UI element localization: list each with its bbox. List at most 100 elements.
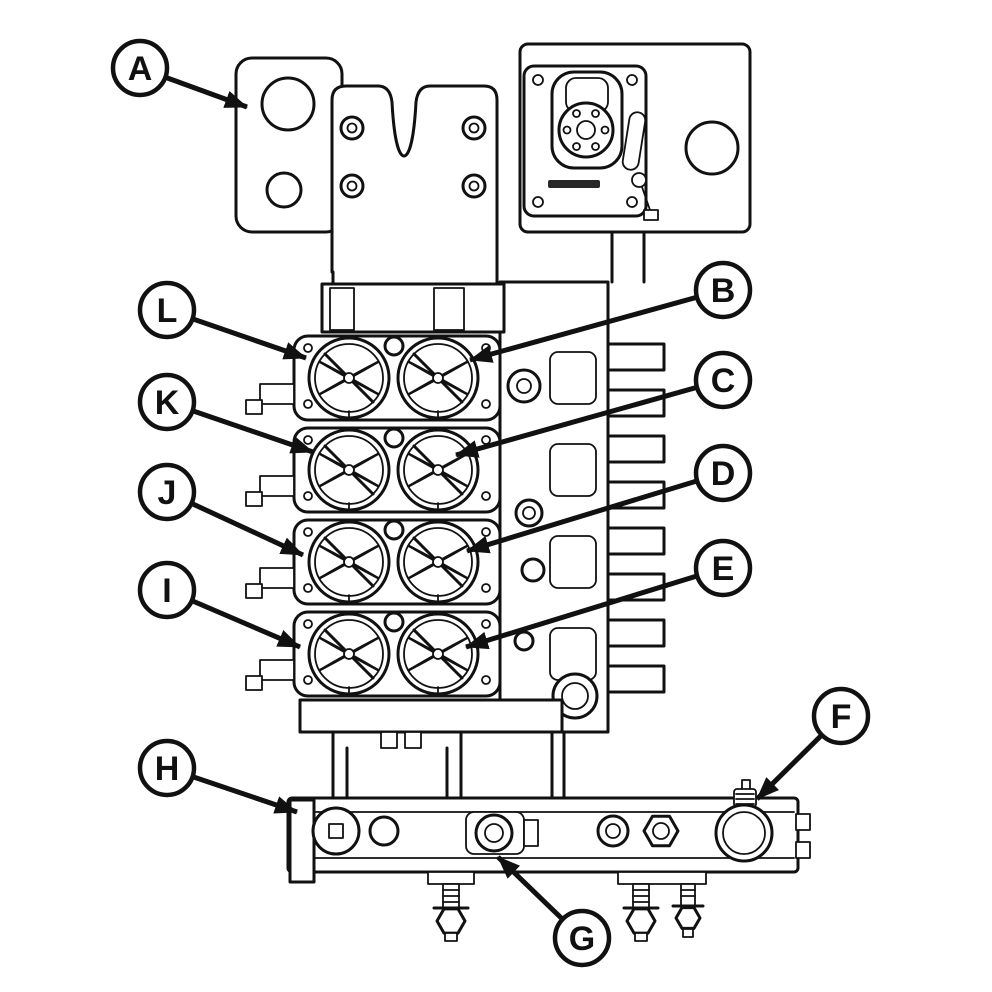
panel-screw (626, 74, 638, 86)
callout-b-circle (693, 260, 753, 320)
solenoid-flange (557, 101, 615, 159)
callout-j: J (137, 462, 305, 558)
callout-l: L (137, 280, 307, 361)
pipe-clamp (465, 811, 539, 855)
callout-i: I (137, 560, 301, 650)
end-tab (795, 841, 811, 859)
top-port (433, 287, 465, 331)
callout-b: B (469, 260, 753, 363)
cooling-fins (606, 342, 666, 694)
solenoid-mount-plate (518, 42, 752, 234)
callout-a: A (110, 38, 248, 110)
stud-3 (671, 883, 705, 938)
callout-g: G (496, 855, 612, 968)
bolt-hole (339, 173, 365, 199)
valve-section-4 (245, 610, 597, 698)
stack-to-manifold-connectors (331, 730, 566, 800)
callout-h-circle (137, 738, 197, 798)
coupler-knob-left-2 (307, 428, 391, 512)
center-port (383, 427, 405, 449)
callout-d-label: D (711, 455, 736, 493)
callout-k: K (137, 372, 314, 455)
end-tab (795, 813, 811, 831)
left-clip (259, 383, 295, 405)
callout-b-label: B (711, 272, 736, 310)
callout-a-label: A (128, 50, 153, 88)
stack-bottom-plate (298, 698, 564, 734)
mount-hole-large (260, 76, 316, 132)
valve-stack (245, 280, 666, 749)
spool-cap (549, 535, 597, 589)
callout-j-circle (137, 462, 197, 522)
callout-e-label: E (712, 550, 735, 588)
coupler-knob-left-1 (307, 336, 391, 420)
callout-b-arrow (469, 287, 724, 363)
callout-c-arrow (455, 377, 724, 458)
callout-g-circle (552, 908, 612, 968)
callout-e-arrow (465, 565, 724, 650)
coupler-knob-right-1 (396, 336, 480, 420)
hose-fitting (714, 779, 774, 863)
callout-j-label: J (158, 474, 177, 512)
mount-hole-small (265, 171, 303, 209)
manifold-port (368, 815, 400, 847)
callout-i-circle (137, 560, 197, 620)
callout-i-label: I (162, 572, 171, 610)
coupler-knob-right-3 (396, 520, 480, 604)
callout-c-label: C (711, 362, 736, 400)
callout-d: D (466, 443, 753, 554)
callout-a-circle (110, 38, 170, 98)
spool-cap (549, 627, 597, 681)
plate-text-illegible (548, 180, 600, 188)
callout-f-circle (811, 686, 871, 746)
valve-section-3 (245, 518, 597, 606)
spool-cap (549, 351, 597, 405)
callout-h-label: H (155, 750, 180, 788)
bolt-hole (461, 115, 487, 141)
mount-hole-right (684, 120, 740, 176)
callout-l-label: L (157, 292, 178, 330)
plunger-pin (621, 111, 647, 171)
manifold-port (596, 814, 630, 848)
panel-screw (626, 196, 638, 208)
top-port (329, 287, 355, 331)
coupler-knob-left-3 (307, 520, 391, 604)
center-port (383, 519, 405, 541)
mounting-bracket-assembly (234, 42, 752, 286)
left-clip (259, 659, 295, 681)
panel-screw (532, 74, 544, 86)
left-mount-plate (234, 56, 344, 234)
callout-l-circle (137, 280, 197, 340)
coupler-knob-right-2 (396, 428, 480, 512)
stud-2 (622, 883, 660, 942)
callout-k-circle (137, 372, 197, 432)
bracket-to-stack-connectors (331, 230, 646, 286)
callout-k-label: K (155, 384, 180, 422)
callout-d-circle (693, 443, 753, 503)
housing-detail-ports (506, 368, 599, 720)
left-clip (259, 567, 295, 589)
callout-c-circle (693, 350, 753, 410)
coupler-knob-right-4 (396, 612, 480, 696)
callout-e: E (465, 538, 753, 650)
valve-section-2 (245, 426, 597, 514)
valve-section-1 (245, 334, 597, 422)
callout-g-label: G (569, 920, 595, 958)
bottom-port (404, 731, 422, 749)
bottom-port (380, 731, 398, 749)
stud-1 (432, 883, 470, 942)
callout-f: F (755, 686, 871, 801)
callout-h: H (137, 738, 298, 815)
spool-cap (549, 443, 597, 497)
callout-f-label: F (831, 698, 852, 736)
manifold-left-cap (288, 798, 316, 884)
center-bracket (330, 84, 499, 274)
callout-c: C (455, 350, 753, 458)
left-clip (259, 475, 295, 497)
coupler-knob-left-4 (307, 612, 391, 696)
bolt-hole (461, 173, 487, 199)
mounting-studs (427, 871, 707, 942)
center-port (383, 335, 405, 357)
